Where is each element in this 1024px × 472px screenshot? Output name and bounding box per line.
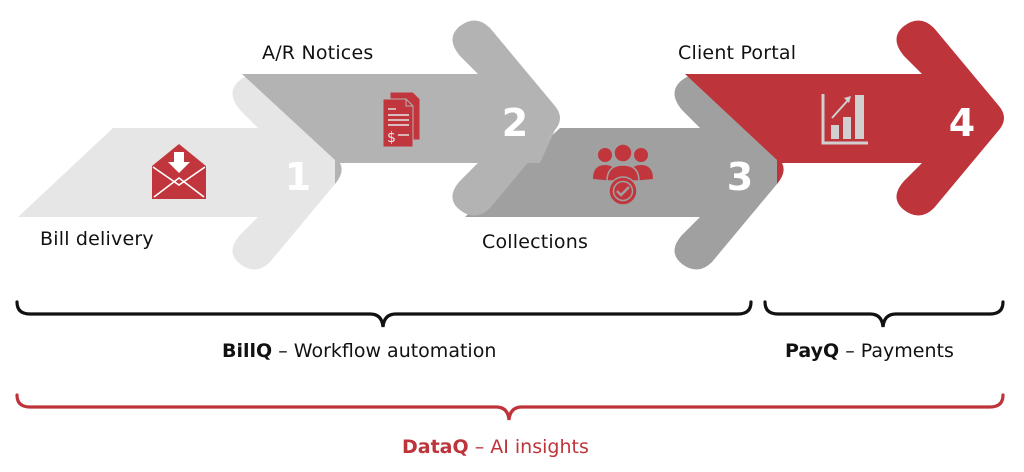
step-2-label: A/R Notices [262, 42, 374, 64]
group-check-icon [593, 143, 653, 206]
step-1-label: Bill delivery [40, 228, 154, 250]
dataq-product-name: DataQ [402, 436, 469, 458]
billq-product-name: BillQ [222, 340, 273, 362]
payq-description: Payments [860, 340, 954, 362]
step-4-number: 4 [949, 101, 975, 145]
step-4-label: Client Portal [678, 42, 797, 64]
dataq-group-label: DataQ – AI insights [402, 436, 589, 458]
billq-separator: – [272, 340, 294, 362]
payq-group-label: PayQ – Payments [785, 340, 954, 362]
step-1-number: 1 [285, 155, 311, 199]
dataq-description: AI insights [490, 436, 589, 458]
invoice-documents-icon: $ [382, 91, 421, 148]
envelope-download-icon [152, 144, 206, 199]
svg-text:$: $ [387, 130, 396, 146]
step-2-number: 2 [502, 101, 528, 145]
dataq-bracket [15, 393, 1005, 421]
payq-bracket [763, 300, 1005, 328]
payq-product-name: PayQ [785, 340, 840, 362]
billq-description: Workflow automation [293, 340, 497, 362]
step-3-number: 3 [727, 155, 753, 199]
bar-chart-growth-icon [821, 94, 868, 145]
billq-group-label: BillQ – Workflow automation [222, 340, 496, 362]
payq-separator: – [839, 340, 861, 362]
billq-bracket [15, 300, 753, 328]
dataq-separator: – [468, 436, 491, 458]
step-2-lower-arm [452, 130, 555, 216]
step-3-label: Collections [482, 231, 589, 253]
